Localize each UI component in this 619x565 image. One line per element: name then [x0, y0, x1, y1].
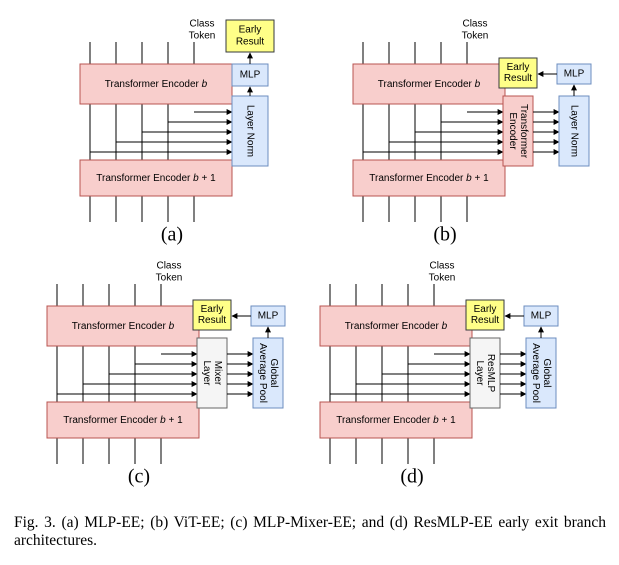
right-block-box	[525, 337, 557, 409]
right-block-label-line: Average Pool	[257, 343, 268, 403]
subfigure-label: (b)	[433, 224, 456, 246]
encoder-b1-box	[352, 159, 506, 197]
right-block-label-line: Global	[541, 359, 552, 388]
encoder-b-label: Transformer Encoder b	[378, 79, 481, 90]
branch-block-label-line: Mixer	[212, 361, 223, 386]
encoder-b1-label: Transformer Encoder b + 1	[63, 415, 183, 426]
subfigure-label: (d)	[400, 466, 423, 488]
early-result-label-line: Result	[471, 315, 500, 326]
early-result-label-line: Early	[507, 62, 530, 73]
right-block-label: Layer Norm	[568, 105, 579, 157]
branch-block-label-line: Transformer	[518, 104, 529, 159]
class-token-label-line: Token	[429, 273, 456, 284]
class-token-label-line: Class	[429, 261, 454, 272]
layer-norm-label: Layer Norm	[244, 105, 255, 157]
class-token-label-line: Token	[462, 31, 489, 42]
early-result-label-line: Result	[198, 315, 227, 326]
panel-d: Transformer Encoder b Transformer Encoder…	[319, 261, 559, 488]
right-block-label-line: Average Pool	[530, 343, 541, 403]
early-result-box	[192, 299, 232, 331]
encoder-b-label: Transformer Encoder b	[72, 321, 175, 332]
subfigure-label: (a)	[161, 224, 183, 246]
early-result-box	[498, 57, 538, 89]
encoder-b1-label: Transformer Encoder b + 1	[369, 173, 489, 184]
encoder-b-box	[46, 305, 200, 347]
early-result-box	[465, 299, 505, 331]
branch-block-label-line: Layer	[474, 360, 485, 386]
panel-a: Transformer Encoder b Transformer Encoder…	[79, 19, 275, 246]
mlp-label: MLP	[240, 70, 261, 81]
class-token-label-line: Token	[189, 31, 216, 42]
figure: Transformer Encoder b Transformer Encoder…	[46, 19, 592, 488]
panel-b: Transformer Encoder b Transformer Encoder…	[352, 19, 592, 246]
branch-block-box	[502, 95, 534, 167]
encoder-b-label: Transformer Encoder b	[345, 321, 448, 332]
panel-c: Transformer Encoder b Transformer Encoder…	[46, 261, 286, 488]
subfigure-label: (c)	[128, 466, 150, 488]
early-result-label-line: Result	[236, 37, 265, 48]
class-token-label-line: Class	[462, 19, 487, 30]
encoder-b-box	[352, 63, 506, 105]
mlp-label: MLP	[258, 311, 279, 322]
encoder-b-box	[79, 63, 233, 105]
mlp-label: MLP	[531, 311, 552, 322]
encoder-b1-label: Transformer Encoder b + 1	[96, 173, 216, 184]
right-block-label-line: Global	[268, 359, 279, 388]
encoder-b1-label: Transformer Encoder b + 1	[336, 415, 456, 426]
branch-block-label-line: Encoder	[507, 112, 518, 150]
early-result-label-line: Early	[474, 304, 497, 315]
encoder-b1-box	[79, 159, 233, 197]
early-result-label-line: Result	[504, 73, 533, 84]
layer-norm-box	[231, 95, 269, 167]
encoder-b-label: Transformer Encoder b	[105, 79, 208, 90]
early-result-box	[225, 19, 275, 53]
mlp-label: MLP	[564, 69, 585, 80]
branch-block-label-line: Layer	[201, 360, 212, 386]
encoder-b-box	[319, 305, 473, 347]
class-token-label-line: Class	[189, 19, 214, 30]
branch-block-box	[196, 337, 228, 409]
encoder-b1-box	[319, 401, 473, 439]
branch-block-label-line: ResMLP	[485, 354, 496, 393]
right-block-box	[558, 95, 590, 167]
encoder-b1-box	[46, 401, 200, 439]
branch-block-box	[469, 337, 501, 409]
early-result-label-line: Early	[239, 25, 262, 36]
figure-caption: Fig. 3. (a) MLP-EE; (b) ViT-EE; (c) MLP-…	[14, 514, 606, 549]
class-token-label-line: Class	[156, 261, 181, 272]
class-token-label-line: Token	[156, 273, 183, 284]
early-result-label-line: Early	[201, 304, 224, 315]
right-block-label-line: Layer Norm	[568, 105, 579, 157]
